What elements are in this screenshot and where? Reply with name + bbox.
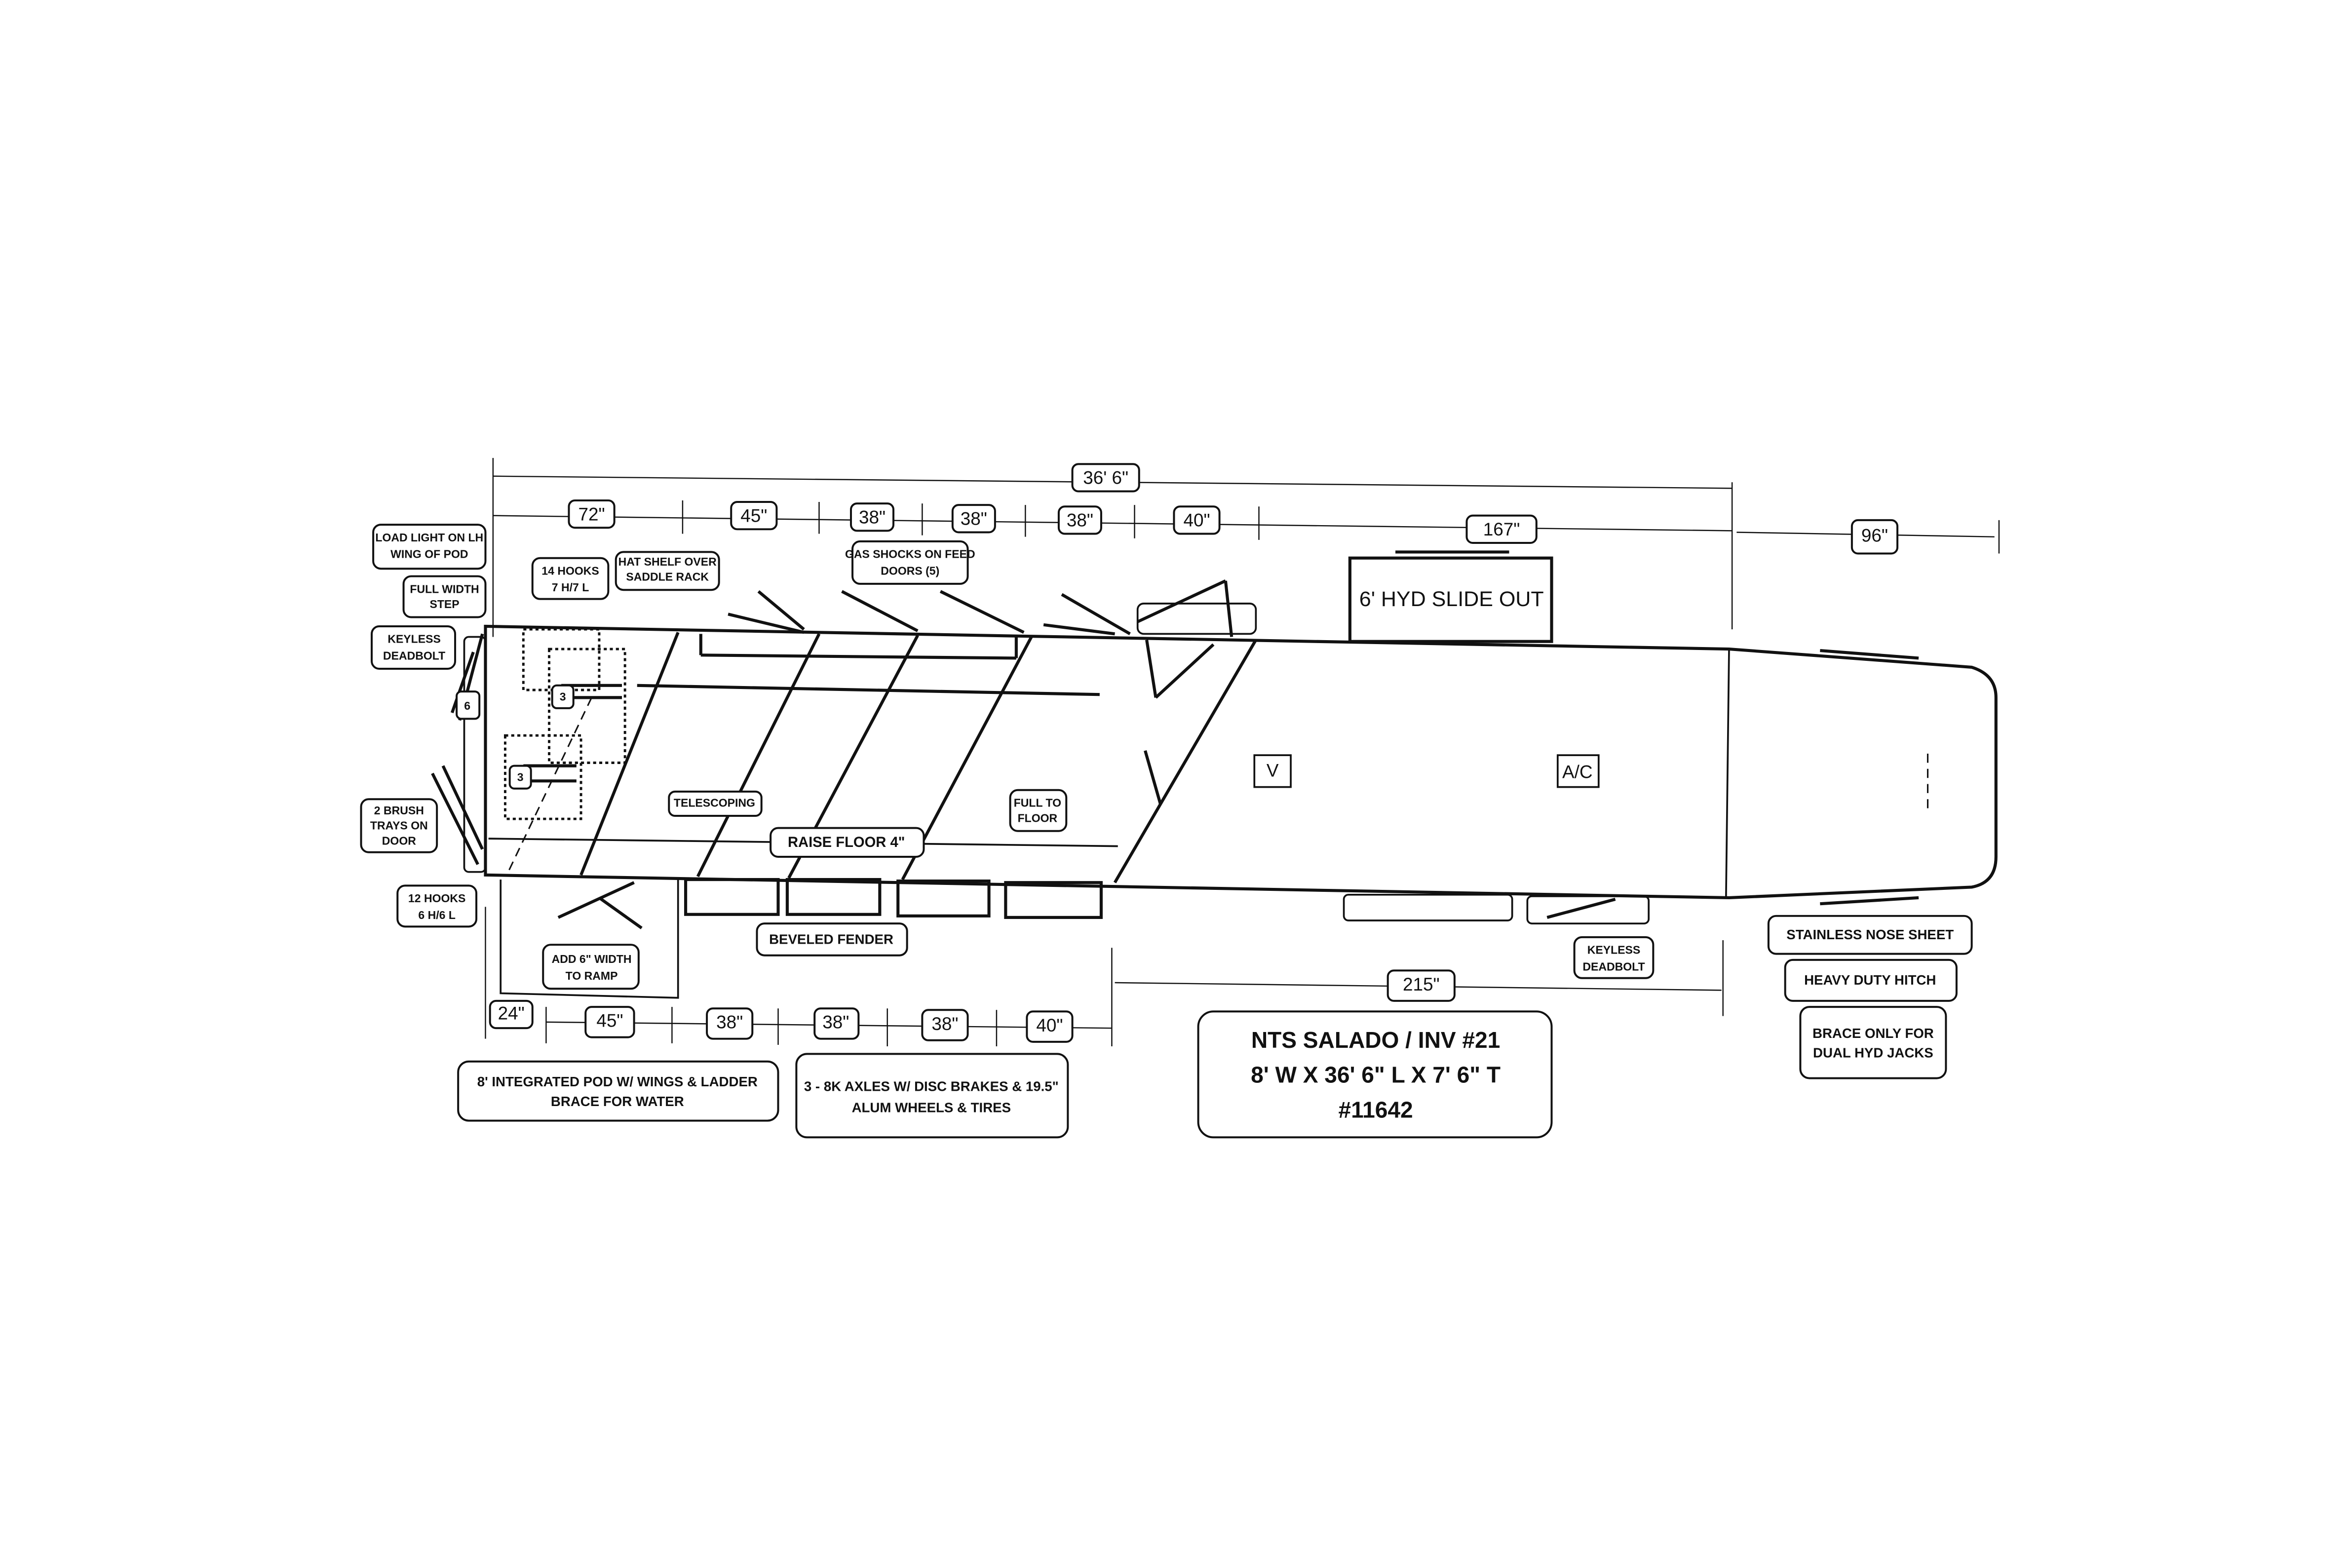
rack-count-upper: 3: [560, 690, 566, 703]
dim-38: 38": [859, 507, 886, 528]
hitch-label: HEAVY DUTY HITCH: [1804, 972, 1936, 988]
keyless-deadbolt-lq-label-line2: DEADBOLT: [1582, 960, 1645, 973]
full-width-step-label-line2: STEP: [429, 598, 459, 611]
title-number: #11642: [1338, 1097, 1413, 1122]
dim-38-bottom: 38": [822, 1012, 849, 1033]
title-name: NTS SALADO / INV #21: [1251, 1027, 1500, 1053]
dim-45-bottom: 45": [596, 1011, 623, 1031]
full-to-floor-label: FULL TO: [1014, 797, 1061, 809]
load-light-label-line2: WING OF POD: [390, 548, 468, 561]
pod-spec-line2: BRACE FOR WATER: [551, 1094, 684, 1109]
axles-spec-line2: ALUM WHEELS & TIRES: [852, 1100, 1011, 1115]
hooks-14-label: 14 HOOKS: [541, 564, 599, 577]
full-to-floor-label-line2: FLOOR: [1018, 811, 1058, 824]
hooks-12-label: 12 HOOKS: [408, 892, 465, 905]
trailer-body: 6' HYD SLIDE OUT: [431, 550, 1998, 999]
dim-72: 72": [578, 504, 605, 524]
bottom-dimensions: 24" 45" 38" 38" 38" 40" 215": [485, 907, 1724, 1047]
dim-38-bottom: 38": [716, 1012, 743, 1033]
hat-shelf-label-line2: SADDLE RACK: [626, 571, 709, 583]
dim-96: 96": [1861, 525, 1888, 545]
gas-shocks-label-line2: DOORS (5): [881, 564, 939, 577]
keyless-deadbolt-lq-label: KEYLESS: [1587, 944, 1641, 956]
raise-floor-label: RAISE FLOOR 4": [788, 835, 905, 850]
pod-spec: 8' INTEGRATED POD W/ WINGS & LADDER: [477, 1074, 758, 1089]
brush-trays-label-line2: TRAYS ON: [370, 819, 428, 832]
overall-length-dim: 36' 6": [1083, 468, 1128, 488]
slide-out-label: 6' HYD SLIDE OUT: [1359, 587, 1544, 611]
dim-38: 38": [1067, 510, 1093, 531]
hooks-12-label-line2: 6 H/6 L: [418, 909, 456, 921]
dim-24: 24": [498, 1003, 525, 1023]
hat-shelf-label: HAT SHELF OVER: [618, 555, 717, 568]
ramp-width-label-line2: TO RAMP: [566, 969, 618, 982]
callouts: LOAD LIGHT ON LH WING OF POD FULL WIDTH …: [360, 524, 1973, 1079]
brush-trays-label: 2 BRUSH: [374, 804, 424, 817]
load-light-label: LOAD LIGHT ON LH: [375, 531, 483, 544]
gas-shocks-label: GAS SHOCKS ON FEED: [845, 548, 975, 561]
spec-boxes: 8' INTEGRATED POD W/ WINGS & LADDER BRAC…: [457, 1010, 1553, 1139]
stainless-nose-label: STAINLESS NOSE SHEET: [1786, 927, 1954, 942]
keyless-deadbolt-label-line2: DEADBOLT: [383, 650, 445, 662]
brace-jacks-label-line2: DUAL HYD JACKS: [1813, 1045, 1933, 1061]
rack-count-lower: 3: [517, 770, 524, 783]
dim-40: 40": [1183, 510, 1210, 531]
hooks-14-label-line2: 7 H/7 L: [552, 581, 589, 594]
dim-38: 38": [961, 509, 987, 529]
vent-label: V: [1267, 761, 1279, 781]
brace-jacks-label: BRACE ONLY FOR: [1812, 1026, 1934, 1041]
top-dimensions: 36' 6" 72" 45" 38" 38" 38" 40" 167" 96": [492, 458, 2000, 637]
door-hook-count: 6: [464, 699, 470, 712]
dim-45: 45": [740, 505, 767, 526]
keyless-deadbolt-label: KEYLESS: [387, 633, 441, 646]
axles-spec: 3 - 8K AXLES W/ DISC BRAKES & 19.5": [804, 1078, 1059, 1094]
beveled-fender-label: BEVELED FENDER: [769, 931, 893, 947]
brush-trays-label-line3: DOOR: [382, 834, 416, 847]
dim-38-bottom: 38": [931, 1014, 958, 1034]
telescoping-label: TELESCOPING: [674, 797, 755, 809]
dim-40-bottom: 40": [1036, 1015, 1063, 1035]
ac-label: A/C: [1562, 762, 1592, 782]
full-width-step-label: FULL WIDTH: [410, 582, 479, 595]
dim-215: 215": [1403, 974, 1440, 994]
ramp-width-label: ADD 6" WIDTH: [552, 953, 632, 965]
title-size: 8' W X 36' 6" L X 7' 6" T: [1251, 1062, 1501, 1088]
dim-167: 167": [1483, 519, 1520, 539]
